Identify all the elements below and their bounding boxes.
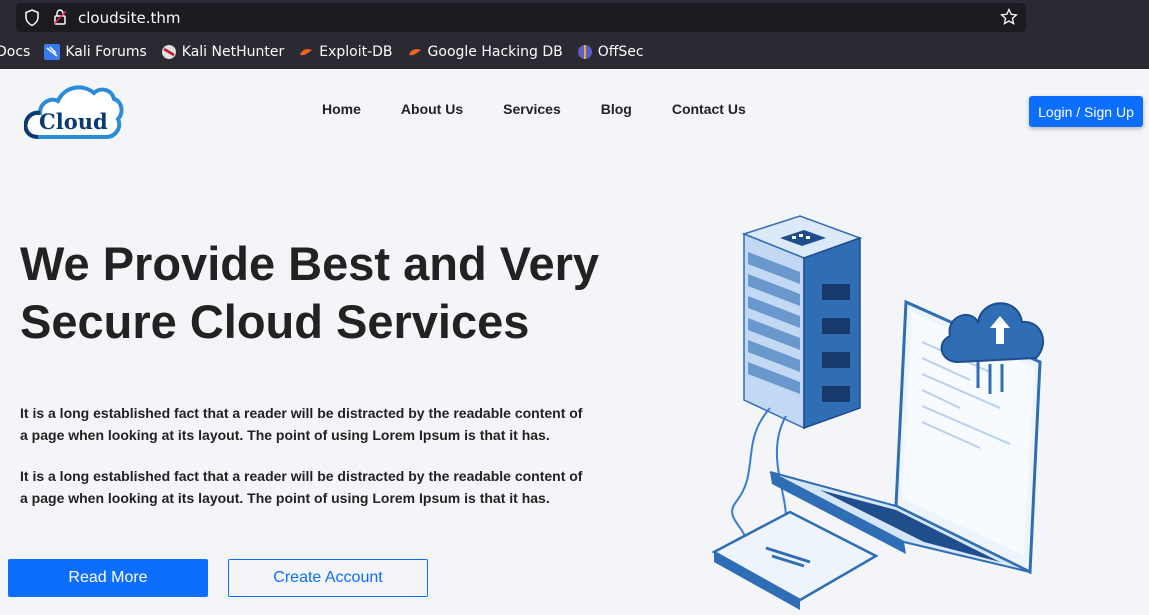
shield-icon[interactable] — [24, 9, 40, 32]
create-account-button[interactable]: Create Account — [228, 559, 428, 597]
url-bar[interactable]: cloudsite.thm — [16, 3, 1026, 32]
browser-chrome: cloudsite.thm Docs Kali Forums Kali NetH… — [0, 0, 1149, 69]
nav-home[interactable]: Home — [322, 101, 361, 117]
hero-title: We Provide Best and Very Secure Cloud Se… — [20, 235, 640, 351]
hero-paragraph-1: It is a long established fact that a rea… — [20, 405, 583, 443]
logo-text: Cloud — [39, 109, 108, 134]
bookmark-star-icon[interactable] — [1000, 7, 1018, 31]
ghdb-icon — [407, 44, 423, 60]
main-nav: Home About Us Services Blog Contact Us — [322, 101, 786, 117]
bookmark-offsec[interactable]: OffSec — [577, 44, 644, 60]
read-more-button[interactable]: Read More — [8, 559, 208, 597]
hero-paragraph-2: It is a long established fact that a rea… — [20, 468, 583, 506]
cloud-logo[interactable]: Cloud — [23, 79, 124, 148]
exploit-db-icon — [298, 44, 314, 60]
bookmark-label: Google Hacking DB — [427, 44, 563, 60]
bookmark-label: Docs — [0, 44, 31, 60]
nav-contact-us[interactable]: Contact Us — [671, 101, 746, 117]
nav-services[interactable]: Services — [503, 101, 561, 117]
server-tower-icon — [741, 215, 863, 430]
phone-icon — [711, 510, 879, 610]
kali-forums-icon — [44, 44, 61, 60]
bookmark-kali-nethunter[interactable]: Kali NetHunter — [161, 44, 284, 60]
login-signup-button[interactable]: Login / Sign Up — [1029, 96, 1143, 127]
bookmark-kali-forums[interactable]: Kali Forums — [44, 44, 147, 60]
nav-about-us[interactable]: About Us — [400, 101, 464, 117]
cloud-server-illustration — [700, 212, 1080, 615]
bookmark-docs[interactable]: Docs — [0, 44, 30, 60]
bookmark-exploit-db[interactable]: Exploit-DB — [298, 44, 393, 60]
bookmark-label: Exploit-DB — [319, 44, 393, 60]
bookmark-label: Kali NetHunter — [181, 44, 285, 60]
kali-nethunter-icon — [161, 44, 177, 60]
bookmarks-toolbar: Docs Kali Forums Kali NetHunter Exploit-… — [0, 41, 658, 63]
hero-title-line2: Secure Cloud Services — [20, 295, 530, 348]
lock-icon[interactable] — [52, 8, 68, 31]
bookmark-label: OffSec — [597, 44, 644, 60]
offsec-icon — [577, 44, 593, 60]
nav-blog[interactable]: Blog — [600, 101, 632, 117]
hero-title-line1: We Provide Best and Very — [20, 237, 600, 290]
url-text[interactable]: cloudsite.thm — [78, 9, 181, 27]
bookmark-label: Kali Forums — [65, 44, 147, 60]
bookmark-google-hacking-db[interactable]: Google Hacking DB — [407, 44, 563, 60]
website: Cloud Home About Us Services Blog Contac… — [0, 69, 1149, 615]
upload-cloud-icon — [940, 302, 1045, 394]
